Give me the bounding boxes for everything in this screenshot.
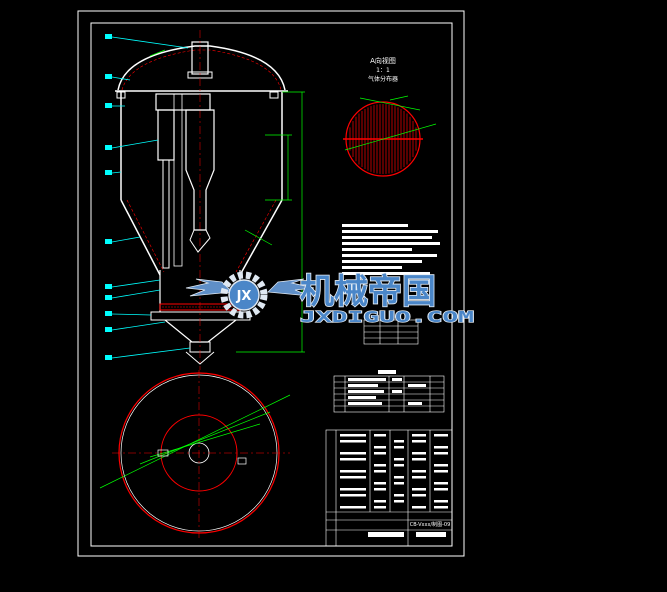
watermark-en: JXDIGUO.COM bbox=[300, 308, 474, 326]
gear-icon: JX bbox=[220, 271, 268, 319]
watermark: JX 机械帝国 JXDIGUO.COM bbox=[185, 271, 475, 327]
vessel-elevation bbox=[115, 30, 288, 370]
view-a: A向视图 1：1 气体分布器 bbox=[343, 56, 437, 177]
cyclone-left-body bbox=[157, 109, 175, 161]
drawing-number: CB-Vxxx/制图-09 bbox=[410, 521, 451, 528]
watermark-cn: 机械帝国 bbox=[300, 272, 436, 312]
technical-notes bbox=[342, 224, 440, 275]
inner-riser bbox=[173, 93, 183, 267]
title-block-mark-2 bbox=[416, 532, 446, 537]
parts-list bbox=[325, 429, 453, 547]
title-block-mark bbox=[368, 532, 404, 537]
top-head bbox=[117, 45, 286, 91]
item-leaders bbox=[111, 36, 191, 359]
view-caption: 气体分布器 bbox=[368, 75, 398, 83]
cone-left bbox=[120, 199, 161, 276]
view-scale: 1：1 bbox=[376, 67, 390, 74]
item-balloons bbox=[105, 34, 112, 360]
parts-rows bbox=[340, 434, 448, 509]
inner-border bbox=[90, 22, 453, 547]
design-data-fill bbox=[348, 370, 426, 405]
design-data-table bbox=[333, 375, 445, 413]
cyclone-header bbox=[155, 93, 211, 111]
plan-view bbox=[99, 370, 291, 538]
nozzle-table bbox=[363, 319, 419, 345]
watermark-badge: JX bbox=[236, 289, 252, 304]
bottom-cone bbox=[164, 319, 237, 343]
flange-right bbox=[269, 91, 279, 99]
view-title: A向视图 bbox=[370, 56, 396, 65]
cone-inner-left bbox=[126, 199, 165, 273]
cyclone-right-trickle bbox=[189, 229, 211, 253]
cone-right bbox=[239, 199, 283, 276]
top-head-inner bbox=[121, 49, 282, 91]
cyclone-left-dip bbox=[162, 159, 170, 269]
wings-icon bbox=[185, 278, 315, 297]
dimensions bbox=[149, 49, 305, 353]
outer-border bbox=[77, 10, 465, 557]
outlet-funnel bbox=[185, 351, 215, 365]
